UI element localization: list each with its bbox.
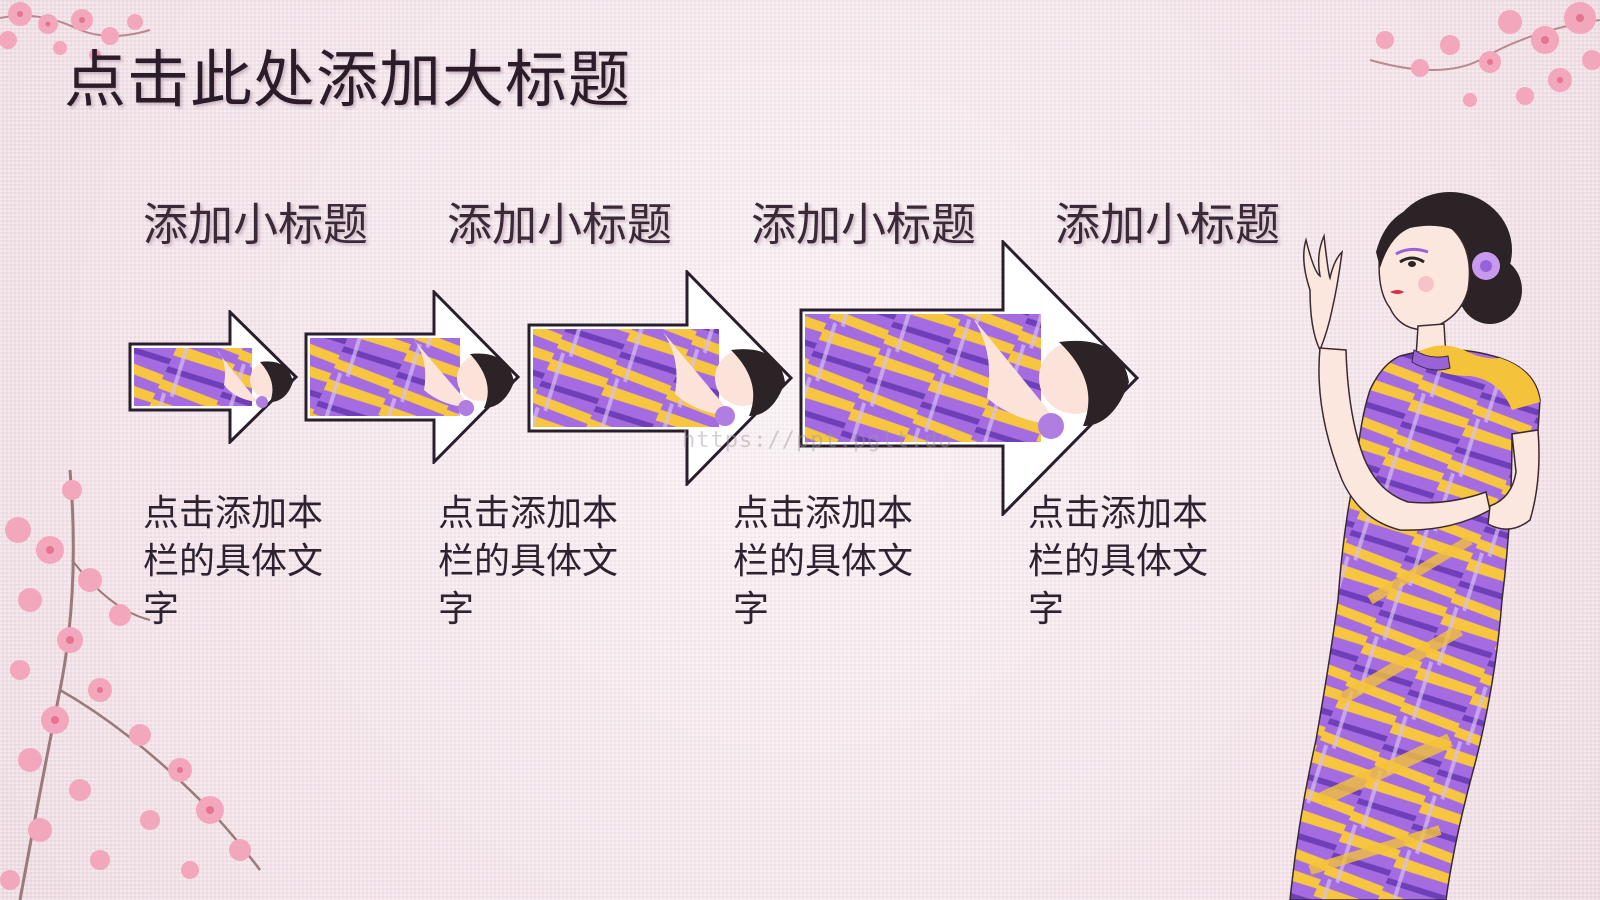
step-1-arrow[interactable]: [128, 310, 298, 444]
step-4-subtitle[interactable]: 添加小标题: [1055, 198, 1281, 251]
cherry-blossom-top-right: [1369, 2, 1600, 107]
step-2-arrow[interactable]: [304, 290, 520, 464]
step-3-body[interactable]: 点击添加本栏的具体文字: [733, 493, 914, 630]
step-2-body[interactable]: 点击添加本栏的具体文字: [438, 493, 619, 630]
step-2-subtitle[interactable]: 添加小标题: [447, 198, 673, 251]
step-4-arrow[interactable]: [799, 240, 1139, 516]
step-4-body[interactable]: 点击添加本栏的具体文字: [1028, 493, 1209, 630]
cherry-blossom-top-left: [0, 2, 151, 61]
step-3-subtitle[interactable]: 添加小标题: [751, 198, 977, 251]
watermark-text: https://ppt.pglt.do: [682, 428, 953, 453]
step-1-body[interactable]: 点击添加本栏的具体文字: [143, 493, 324, 630]
page-title[interactable]: 点击此处添加大标题: [64, 43, 632, 116]
qipao-lady-illustration: [1289, 192, 1541, 900]
step-3-arrow[interactable]: [527, 270, 793, 486]
step-1-subtitle[interactable]: 添加小标题: [143, 198, 369, 251]
cherry-blossom-bottom-left: [0, 470, 261, 900]
